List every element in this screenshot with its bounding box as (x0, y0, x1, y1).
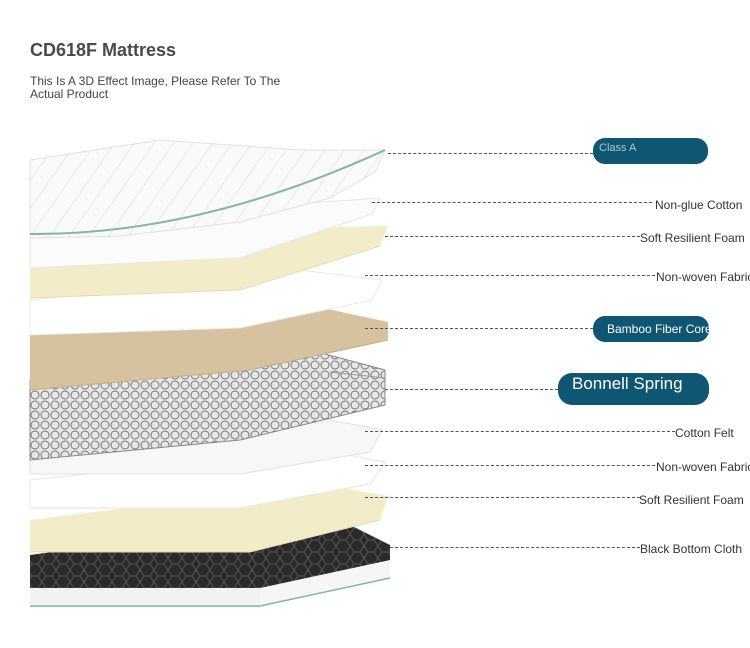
layer-label-non-glue-cotton: Non-glue Cotton (655, 198, 743, 212)
layer-label-bonnell-spring: Bonnell Spring (558, 373, 709, 405)
leader-line (385, 236, 640, 237)
soft-resilient-foam-lower-layer (30, 484, 388, 553)
leader-line (365, 275, 655, 276)
layer-label-soft-resilient-foam-upper: Soft Resilient Foam (640, 231, 745, 245)
product-disclaimer: This Is A 3D Effect Image, Please Refer … (30, 74, 281, 101)
layer-label-non-woven-fabric-lower: Non-woven Fabric (656, 460, 750, 474)
leader-line (390, 547, 640, 548)
page-title: CD618F Mattress (30, 40, 177, 60)
leader-line (365, 497, 640, 498)
leader-line (385, 389, 558, 390)
layer-label-bamboo-fiber-core: Bamboo Fiber Core (593, 316, 709, 342)
layer-label-black-bottom-cloth: Black Bottom Cloth (640, 542, 743, 556)
layer-label-soft-resilient-foam-lower: Soft Resilient Foam (639, 493, 744, 507)
leader-line (388, 153, 593, 154)
quilted-top-cover-layer (29, 139, 386, 239)
layer-label-class-a: Class A (593, 138, 708, 164)
layer-label-non-woven-fabric-upper: Non-woven Fabric (656, 270, 750, 284)
leader-line (365, 328, 593, 329)
layer-label-cotton-felt: Cotton Felt (675, 426, 734, 440)
leader-line (365, 431, 675, 432)
leader-line (365, 465, 655, 466)
soft-resilient-foam-upper-layer (29, 226, 388, 299)
leader-line (372, 202, 652, 203)
